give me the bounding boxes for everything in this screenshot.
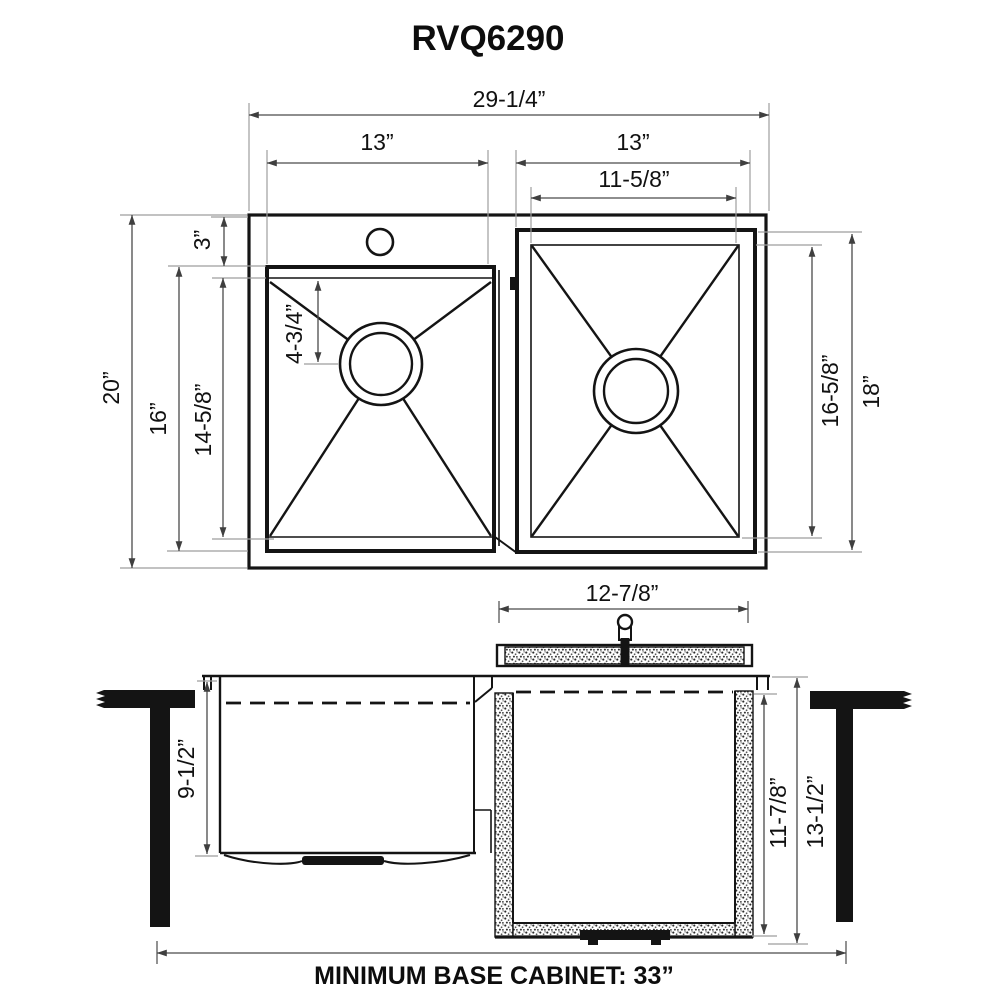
dim-overall-depth: 20” bbox=[98, 214, 247, 569]
top-view-dimensions: 29-1/4” 13” 13” 11-5/8” 3” bbox=[98, 86, 884, 569]
counter-cutout-strip bbox=[495, 613, 754, 668]
dim-label-drain-from-top: 4-3/4” bbox=[281, 304, 307, 364]
section-view-dimensions: 12-7/8” 9-1/2” 11-7/8” 13-1/2” MINIMUM B… bbox=[156, 580, 847, 990]
dim-right-bowl-inner-width: 11-5/8” bbox=[530, 166, 737, 243]
section-bowl-divider bbox=[473, 676, 493, 853]
dim-label-left-bowl-width: 13” bbox=[360, 129, 393, 155]
section-left-bowl bbox=[218, 676, 476, 865]
right-bowl-drain-section bbox=[580, 930, 670, 940]
dim-label-right-bowl-inner-height: 11-7/8” bbox=[765, 777, 791, 848]
faucet-section bbox=[616, 613, 634, 667]
dim-right-bowl-width: 13” bbox=[515, 129, 751, 227]
dim-right-bowl-outer-height: 13-1/2” bbox=[768, 676, 828, 945]
dim-left-bowl-depth-inner: 14-5/8” bbox=[190, 277, 274, 540]
dim-label-right-bowl-depth-inner: 16-5/8” bbox=[817, 355, 843, 428]
counter-break-right bbox=[810, 691, 912, 922]
dim-left-bowl-width: 13” bbox=[266, 129, 489, 264]
dim-right-bowl-depth-outer: 18” bbox=[758, 231, 884, 553]
drawing-title: RVQ6290 bbox=[411, 19, 564, 58]
dim-label-right-bowl-inner-width: 11-5/8” bbox=[598, 166, 669, 192]
section-view bbox=[96, 613, 912, 945]
dim-drain-from-top: 4-3/4” bbox=[281, 280, 338, 365]
dim-overall-width: 29-1/4” bbox=[248, 86, 770, 211]
dim-label-overall-width: 29-1/4” bbox=[473, 86, 546, 112]
dim-min-base-cabinet: MINIMUM BASE CABINET: 33” bbox=[156, 941, 847, 990]
right-bowl bbox=[515, 228, 757, 554]
dim-label-left-bowl-height: 9-1/2” bbox=[173, 739, 199, 799]
dim-cutout-width: 12-7/8” bbox=[498, 580, 749, 623]
left-bowl-drain-section bbox=[302, 856, 384, 865]
left-bowl bbox=[265, 265, 496, 553]
min-base-cabinet-note: MINIMUM BASE CABINET: 33” bbox=[314, 962, 674, 990]
faucet-hole bbox=[365, 227, 395, 257]
dim-right-bowl-inner-height: 11-7/8” bbox=[752, 693, 791, 937]
dim-label-faucet-deck-depth: 3” bbox=[189, 230, 215, 250]
dim-label-left-bowl-depth-inner: 14-5/8” bbox=[190, 384, 216, 457]
top-view bbox=[247, 213, 768, 570]
dim-label-overall-depth: 20” bbox=[98, 371, 124, 404]
dim-label-left-bowl-depth-outer: 16” bbox=[145, 402, 171, 435]
dim-faucet-deck-depth: 3” bbox=[168, 216, 266, 267]
dim-label-cutout-width: 12-7/8” bbox=[586, 580, 659, 606]
dim-label-right-bowl-outer-height: 13-1/2” bbox=[802, 776, 828, 849]
dim-left-bowl-depth-outer: 16” bbox=[145, 266, 248, 552]
section-right-bowl bbox=[494, 690, 754, 945]
counter-break-left bbox=[96, 690, 195, 927]
dim-right-bowl-depth-inner: 16-5/8” bbox=[742, 244, 843, 539]
dim-label-right-bowl-width: 13” bbox=[616, 129, 649, 155]
rim-clips bbox=[203, 676, 769, 690]
sink-outline bbox=[247, 213, 768, 570]
bowl-divider bbox=[494, 270, 518, 554]
dim-label-right-bowl-depth-outer: 18” bbox=[858, 375, 884, 408]
dim-left-bowl-height: 9-1/2” bbox=[173, 680, 218, 857]
